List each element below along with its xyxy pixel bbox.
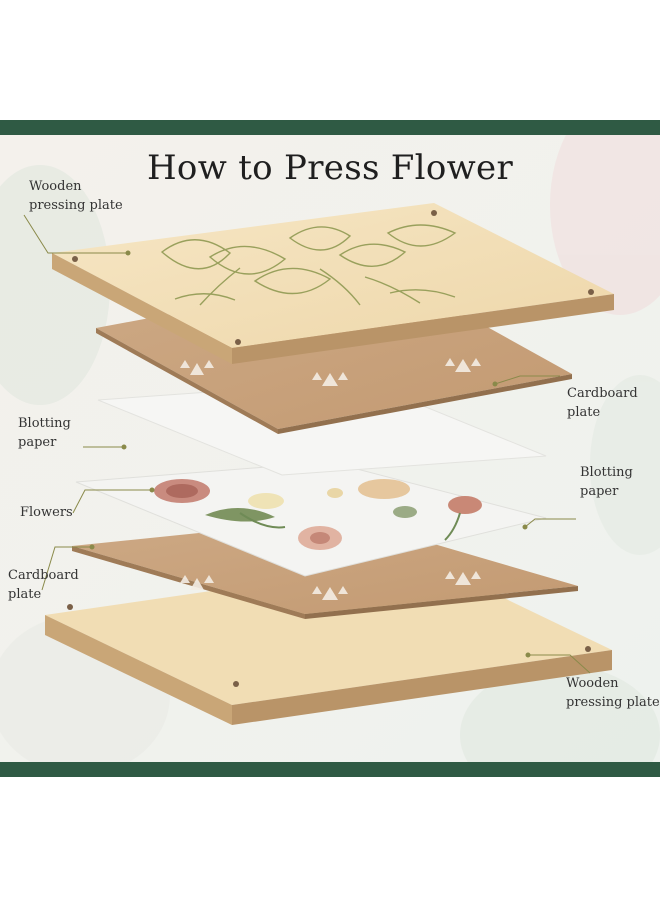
blotting-paper-lower <box>75 461 547 577</box>
label-cardboard-plate-left: Cardboard plate <box>8 568 79 602</box>
up-arrows-icon <box>180 358 481 386</box>
label-wooden-pressing-plate-top: Wooden pressing plate <box>29 179 123 213</box>
watercolor-leaves <box>0 135 660 762</box>
page-title: How to Press Flower <box>146 148 514 188</box>
leader-lines <box>23 214 591 674</box>
flower-press-diagram <box>0 135 660 762</box>
pressed-flowers <box>154 479 482 550</box>
leader-flowers <box>72 489 152 514</box>
label-wooden-pressing-plate-bottom: Wooden pressing plate <box>566 676 660 710</box>
wooden-plate-top <box>52 203 614 364</box>
bottom-frame-bar <box>0 762 660 777</box>
top-frame-bar <box>0 120 660 135</box>
diagram-panel <box>0 135 660 762</box>
label-blotting-paper-right: Blotting paper <box>580 465 633 499</box>
label-cardboard-plate-right: Cardboard plate <box>567 386 638 420</box>
label-blotting-paper-left: Blotting paper <box>18 416 71 450</box>
leader-blotting-right <box>524 518 576 528</box>
leader-wooden-top <box>23 214 128 254</box>
label-flowers: Flowers <box>20 505 73 520</box>
leader-cardboard-left <box>41 546 92 591</box>
leader-cardboard-right <box>494 375 560 385</box>
up-arrows-icon <box>180 571 481 600</box>
leader-wooden-bottom <box>528 654 591 674</box>
floral-engraving <box>160 224 457 306</box>
